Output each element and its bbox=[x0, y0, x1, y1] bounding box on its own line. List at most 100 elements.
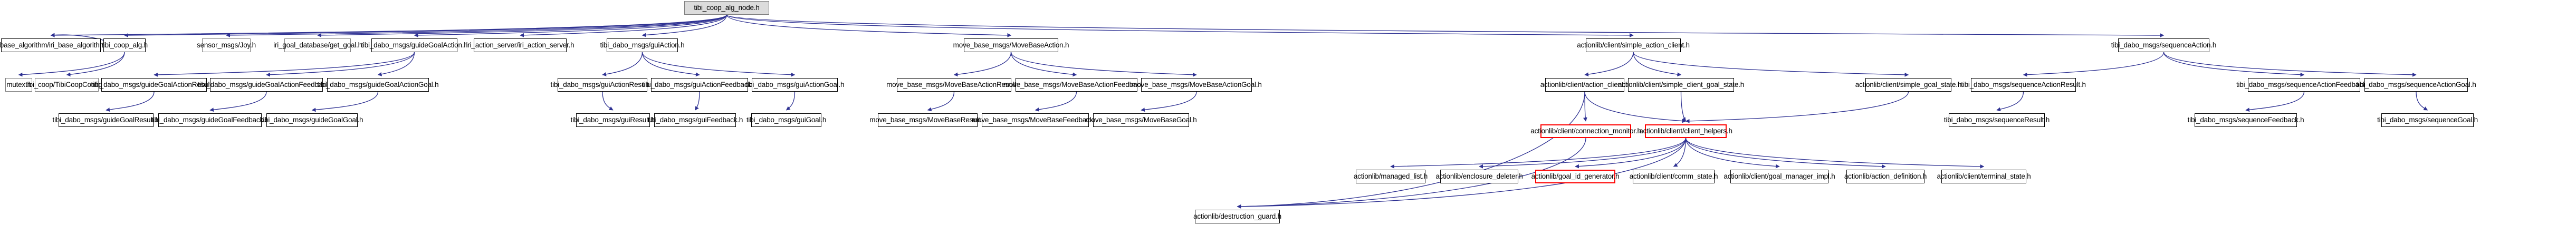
graph-node-label: actionlib/destruction_guard.h bbox=[1193, 212, 1281, 221]
graph-edge bbox=[1390, 138, 1687, 169]
graph-node-actionlib-enclosure-deleter-h[interactable]: actionlib/enclosure_deleter.h bbox=[1435, 170, 1523, 183]
graph-edge bbox=[1583, 91, 1587, 122]
graph-node-actionlib-client-comm-state-h[interactable]: actionlib/client/comm_state.h bbox=[1629, 170, 1718, 183]
graph-edge bbox=[1584, 52, 1634, 76]
graph-node-tibi-dabo-msgs-sequenceactiongoal-h[interactable]: tibi_dabo_msgs/sequenceActionGoal.h bbox=[2356, 78, 2476, 92]
graph-node-actionlib-client-simple-action-client-h[interactable]: actionlib/client/simple_action_client.h bbox=[1577, 38, 1690, 52]
graph-node-label: iri_goal_database/get_goal.h bbox=[273, 41, 362, 50]
graph-node-label: tibi_dabo_msgs/guideGoalAction.h bbox=[361, 41, 468, 50]
graph-node-actionlib-client-simple-client-goal-state-h[interactable]: actionlib/client/simple_client_goal_stat… bbox=[1618, 78, 1744, 92]
graph-node-move-base-msgs-movebasefeedback-h[interactable]: move_base_msgs/MoveBaseFeedback.h bbox=[972, 113, 1099, 127]
graph-node-tibi-coop-alg-node-h[interactable]: tibi_coop_alg_node.h bbox=[684, 1, 769, 15]
graph-node-tibi-dabo-msgs-guigoal-h[interactable]: tibi_dabo_msgs/guiGoal.h bbox=[746, 113, 826, 127]
graph-edge bbox=[311, 91, 379, 112]
graph-node-actionlib-managed-list-h[interactable]: actionlib/managed_list.h bbox=[1353, 170, 1428, 183]
graph-edge bbox=[602, 91, 614, 111]
graph-edge bbox=[2416, 91, 2428, 111]
graph-edge bbox=[106, 91, 155, 112]
graph-node-move-base-msgs-movebaseactionfeedback-h[interactable]: move_base_msgs/MoveBaseActionFeedback.h bbox=[1003, 78, 1150, 92]
graph-node-actionlib-client-simple-goal-state-h[interactable]: actionlib/client/simple_goal_state.h bbox=[1855, 78, 1961, 92]
graph-edge bbox=[266, 52, 415, 77]
graph-node-label: tibi_dabo_msgs/guideGoalActionFeedback.h bbox=[198, 81, 335, 89]
graph-node-move-base-msgs-movebaseaction-h[interactable]: move_base_msgs/MoveBaseAction.h bbox=[953, 38, 1069, 52]
graph-node-tibi-dabo-msgs-sequenceaction-h[interactable]: tibi_dabo_msgs/sequenceAction.h bbox=[2111, 38, 2216, 52]
graph-node-tibi-dabo-msgs-guiaction-h[interactable]: tibi_dabo_msgs/guiAction.h bbox=[600, 38, 685, 52]
graph-edge bbox=[927, 91, 955, 112]
graph-edge bbox=[694, 91, 700, 111]
graph-node-label: tibi_dabo_msgs/sequenceFeedback.h bbox=[2187, 116, 2304, 124]
graph-node-label: tibi_dabo_msgs/sequenceActionResult.h bbox=[1961, 81, 2086, 89]
graph-node-label: actionlib/client/simple_action_client.h bbox=[1577, 41, 1690, 50]
graph-node-actionlib-client-client-helpers-h[interactable]: actionlib/client/client_helpers.h bbox=[1639, 124, 1732, 138]
graph-node-actionlib-client-action-client-h[interactable]: actionlib/client/action_client.h bbox=[1540, 78, 1629, 92]
graph-node-actionlib-destruction-guard-h[interactable]: actionlib/destruction_guard.h bbox=[1193, 210, 1281, 223]
graph-node-actionlib-action-definition-h[interactable]: actionlib/action_definition.h bbox=[1844, 170, 1927, 183]
graph-node-tibi-coop-tibicoopconfig-h[interactable]: tibi_coop/TibiCoopConfig.h bbox=[25, 78, 108, 92]
graph-node-label: tibi_dabo_msgs/guideGoalActionGoal.h bbox=[317, 81, 439, 89]
graph-node-sensor-msgs-joy-h[interactable]: sensor_msgs/Joy.h bbox=[197, 38, 256, 52]
graph-node-iri-base-algorithm-iri-base-algorithm-h[interactable]: iri_base_algorithm/iri_base_algorithm.h bbox=[0, 38, 111, 52]
graph-node-tibi-dabo-msgs-guiactionresult-h[interactable]: tibi_dabo_msgs/guiActionResult.h bbox=[551, 78, 655, 92]
graph-node-tibi-dabo-msgs-sequenceactionresult-h[interactable]: tibi_dabo_msgs/sequenceActionResult.h bbox=[1961, 78, 2086, 92]
graph-node-tibi-dabo-msgs-guidegoalfeedback-h[interactable]: tibi_dabo_msgs/guideGoalFeedback.h bbox=[151, 113, 269, 127]
graph-edge bbox=[1680, 91, 1687, 122]
graph-node-label: tibi_coop/TibiCoopConfig.h bbox=[25, 81, 108, 89]
graph-edge bbox=[520, 14, 727, 37]
graph-edge bbox=[1633, 52, 1682, 76]
graph-node-tibi-dabo-msgs-sequenceactionfeedback-h[interactable]: tibi_dabo_msgs/sequenceActionFeedback.h bbox=[2236, 78, 2372, 92]
graph-node-tibi-dabo-msgs-sequencefeedback-h[interactable]: tibi_dabo_msgs/sequenceFeedback.h bbox=[2188, 113, 2304, 127]
graph-edge bbox=[1575, 138, 1687, 169]
graph-edge bbox=[726, 14, 1634, 37]
graph-node-label: tibi_dabo_msgs/guiFeedback.h bbox=[647, 116, 743, 124]
graph-node-tibi-dabo-msgs-guidegoalactionresult-h[interactable]: tibi_dabo_msgs/guideGoalActionResult.h bbox=[91, 78, 217, 92]
graph-node-mutex-h[interactable]: mutex.h bbox=[5, 78, 32, 92]
graph-edge bbox=[1010, 52, 1197, 77]
graph-node-tibi-dabo-msgs-guiresult-h[interactable]: tibi_dabo_msgs/guiResult.h bbox=[571, 113, 656, 127]
graph-node-label: mutex.h bbox=[6, 81, 31, 89]
graph-node-actionlib-client-goal-manager-impl-h[interactable]: actionlib/client/goal_manager_impl.h bbox=[1723, 170, 1835, 183]
graph-node-move-base-msgs-movebaseactionresult-h[interactable]: move_base_msgs/MoveBaseActionResult.h bbox=[886, 78, 1022, 92]
graph-node-tibi-coop-alg-h[interactable]: tibi_coop_alg.h bbox=[101, 38, 148, 52]
graph-node-label: iri_base_algorithm/iri_base_algorithm.h bbox=[0, 41, 111, 50]
graph-edge bbox=[641, 52, 796, 77]
graph-node-tibi-dabo-msgs-guidegoalgoal-h[interactable]: tibi_dabo_msgs/guideGoalGoal.h bbox=[261, 113, 363, 127]
graph-node-label: iri_action_server/iri_action_server.h bbox=[466, 41, 574, 50]
graph-edge bbox=[641, 14, 727, 37]
graph-node-label: move_base_msgs/MoveBaseFeedback.h bbox=[971, 116, 1099, 124]
graph-edge bbox=[2023, 52, 2165, 77]
graph-node-tibi-dabo-msgs-guidegoalactiongoal-h[interactable]: tibi_dabo_msgs/guideGoalActionGoal.h bbox=[318, 78, 439, 92]
graph-edge bbox=[317, 14, 727, 37]
graph-node-tibi-dabo-msgs-guifeedback-h[interactable]: tibi_dabo_msgs/guiFeedback.h bbox=[647, 113, 743, 127]
graph-node-move-base-msgs-movebaseactiongoal-h[interactable]: move_base_msgs/MoveBaseActionGoal.h bbox=[1131, 78, 1262, 92]
graph-edge bbox=[1633, 52, 1909, 77]
graph-node-label: tibi_dabo_msgs/guiResult.h bbox=[570, 116, 656, 124]
graph-node-label: actionlib/managed_list.h bbox=[1353, 172, 1428, 181]
graph-node-label: move_base_msgs/MoveBaseResult.h bbox=[869, 116, 986, 124]
graph-node-label: actionlib/client/comm_state.h bbox=[1629, 172, 1718, 181]
graph-node-tibi-dabo-msgs-sequenceresult-h[interactable]: tibi_dabo_msgs/sequenceResult.h bbox=[1944, 113, 2050, 127]
graph-node-tibi-dabo-msgs-guiactiongoal-h[interactable]: tibi_dabo_msgs/guiActionGoal.h bbox=[745, 78, 845, 92]
graph-edge bbox=[50, 14, 727, 37]
graph-node-tibi-dabo-msgs-guiactionfeedback-h[interactable]: tibi_dabo_msgs/guiActionFeedback.h bbox=[642, 78, 757, 92]
graph-node-actionlib-client-terminal-state-h[interactable]: actionlib/client/terminal_state.h bbox=[1937, 170, 2031, 183]
graph-node-label: move_base_msgs/MoveBaseActionResult.h bbox=[886, 81, 1022, 89]
graph-node-actionlib-goal-id-generator-h[interactable]: actionlib/goal_id_generator.h bbox=[1531, 170, 1620, 183]
graph-node-iri-goal-database-get-goal-h[interactable]: iri_goal_database/get_goal.h bbox=[273, 38, 362, 52]
graph-node-tibi-dabo-msgs-guidegoalresult-h[interactable]: tibi_dabo_msgs/guideGoalResult.h bbox=[53, 113, 160, 127]
graph-node-tibi-dabo-msgs-sequencegoal-h[interactable]: tibi_dabo_msgs/sequenceGoal.h bbox=[2377, 113, 2478, 127]
graph-node-label: actionlib/client/action_client.h bbox=[1540, 81, 1630, 89]
graph-node-label: tibi_dabo_msgs/guiGoal.h bbox=[746, 116, 827, 124]
graph-node-tibi-dabo-msgs-guidegoalactionfeedback-h[interactable]: tibi_dabo_msgs/guideGoalActionFeedback.h bbox=[198, 78, 335, 92]
graph-node-move-base-msgs-movebasegoal-h[interactable]: move_base_msgs/MoveBaseGoal.h bbox=[1085, 113, 1197, 127]
graph-node-actionlib-client-connection-monitor-h[interactable]: actionlib/client/connection_monitor.h bbox=[1530, 124, 1641, 138]
graph-node-label: actionlib/client/client_helpers.h bbox=[1639, 127, 1732, 135]
graph-node-iri-action-server-iri-action-server-h[interactable]: iri_action_server/iri_action_server.h bbox=[466, 38, 574, 52]
graph-edge bbox=[1141, 91, 1197, 112]
graph-node-label: actionlib/goal_id_generator.h bbox=[1531, 172, 1620, 181]
graph-node-tibi-dabo-msgs-guidegoalaction-h[interactable]: tibi_dabo_msgs/guideGoalAction.h bbox=[361, 38, 468, 52]
graph-node-label: sensor_msgs/Joy.h bbox=[197, 41, 256, 50]
graph-edge bbox=[414, 14, 727, 37]
graph-node-label: tibi_dabo_msgs/sequenceAction.h bbox=[2111, 41, 2217, 50]
graph-edge bbox=[2163, 52, 2305, 77]
graph-node-move-base-msgs-movebaseresult-h[interactable]: move_base_msgs/MoveBaseResult.h bbox=[869, 113, 986, 127]
